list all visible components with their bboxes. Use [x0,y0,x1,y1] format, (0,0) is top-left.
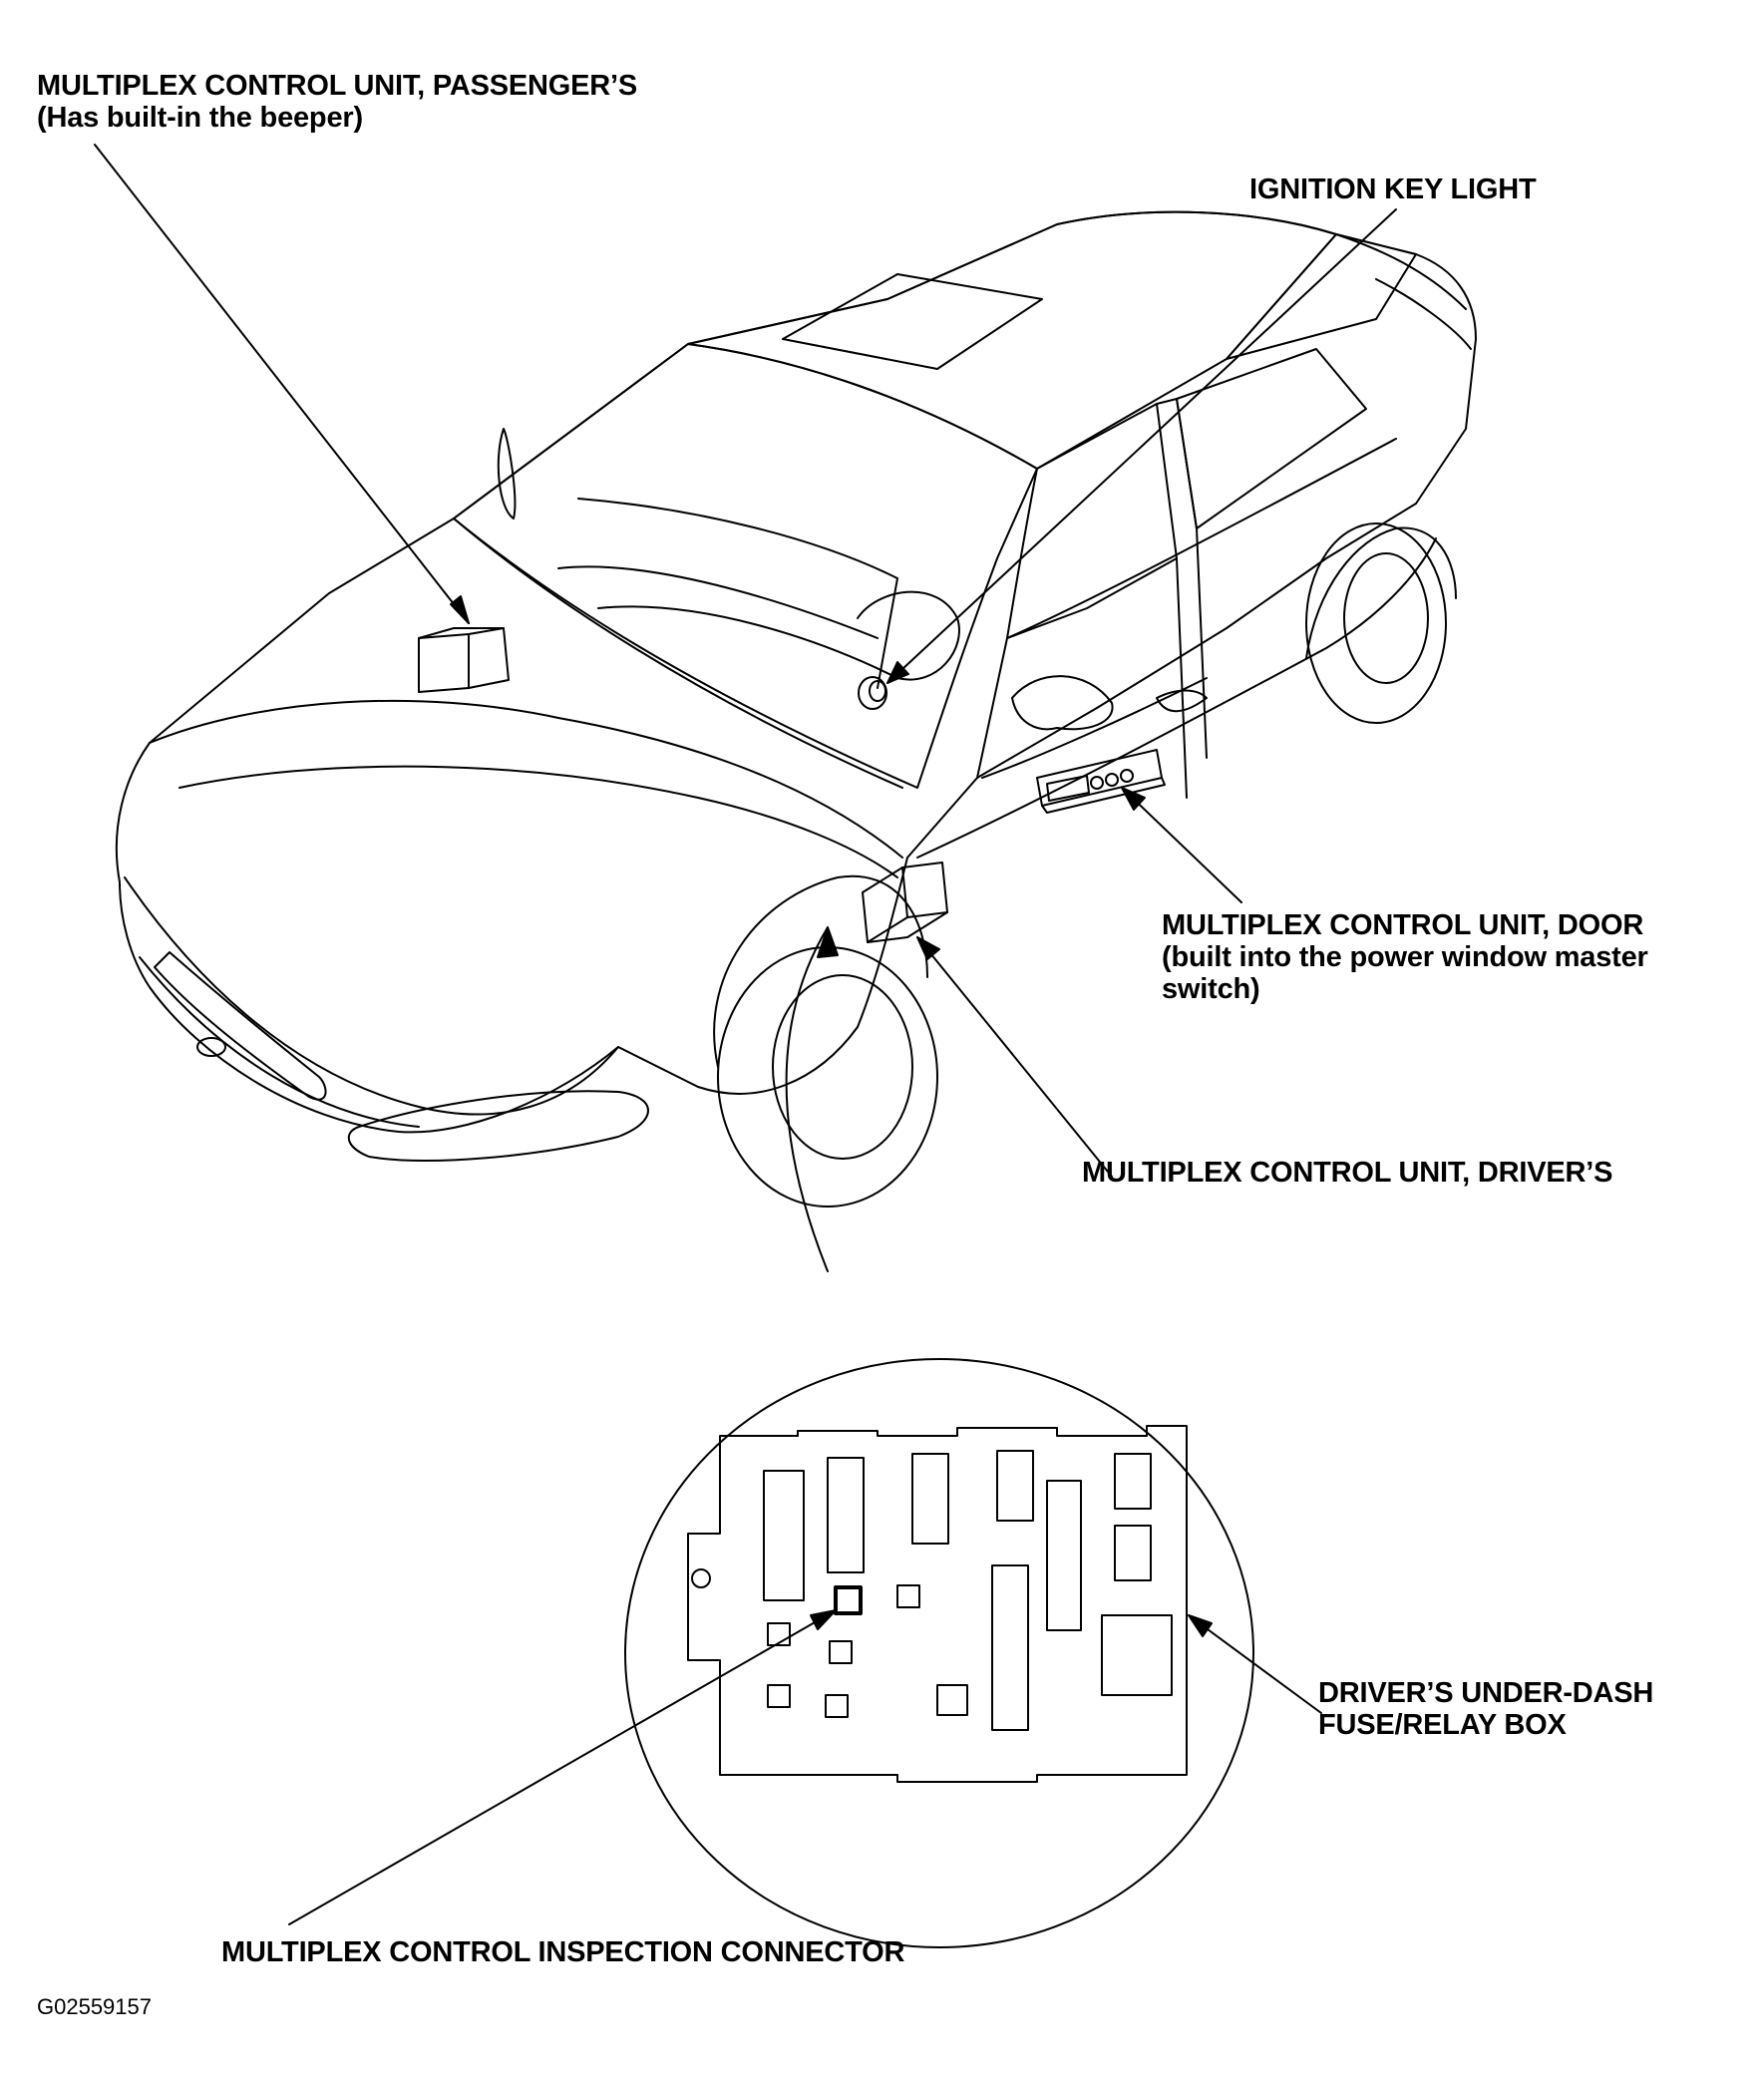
slot [825,1694,849,1718]
front-door-window [1006,403,1178,639]
slot [827,1457,865,1573]
slot [1046,1480,1082,1631]
windshield-inner [577,498,898,689]
front-wheel-arch [713,874,928,1068]
leader-lines [94,144,1397,1925]
side-rocker [916,537,1437,859]
slot [767,1622,791,1646]
slot [996,1450,1034,1522]
callout-arrow-fuse-box [785,926,829,1272]
front-bumper [124,876,619,1116]
side-beltline [1006,438,1397,639]
front-wheel-rim [772,974,913,1160]
leader-passenger-unit [94,144,470,624]
label-inspection-connector: MULTIPLEX CONTROL INSPECTION CONNECTOR [221,1936,905,1968]
rear-wheel-arch [1305,526,1457,659]
leader-door-unit [1121,787,1242,903]
fuse-box-detail [624,1358,1254,1948]
hood-cowl [453,518,903,789]
arrow-fuse-box [1188,1614,1213,1637]
figure-id: G02559157 [37,1994,152,2019]
hood-crease [178,765,898,878]
inspection-connector-slot [834,1585,863,1615]
arrow-passenger-unit [450,595,470,624]
roof [687,210,1337,470]
slot [767,1684,791,1708]
slot [829,1640,853,1664]
sunroof [782,273,1043,370]
mounting-hole [691,1568,711,1588]
label-door-unit-line3: switch) [1162,973,1260,1005]
car-illustration [115,210,1477,1208]
hood-edge [149,699,903,859]
arrow-callout [817,926,839,958]
left-mirror [497,428,517,519]
trunk-line [1335,233,1472,350]
door-handle [1156,689,1208,713]
front-grille [154,951,327,1101]
grille-emblem [196,1037,226,1057]
label-fuse-box: DRIVER’S UNDER-DASH FUSE/RELAY BOX [1318,1677,1653,1741]
label-fuse-box-line1: DRIVER’S UNDER-DASH [1318,1677,1654,1709]
dashboard [557,565,898,679]
detail-circle [624,1358,1254,1948]
ignition-key-light [858,676,887,710]
windshield [453,343,1038,789]
slot [1114,1453,1152,1510]
front-bumper-lower [139,956,420,1128]
label-ignition-key-light: IGNITION KEY LIGHT [1249,173,1537,205]
front-wheel [717,946,938,1208]
leader-ignition-key-light [886,208,1397,684]
headlight [347,1090,649,1162]
leader-fuse-box [1188,1614,1322,1714]
arrow-ignition-key-light [886,661,909,684]
arrow-inspection-connector [810,1609,837,1630]
driver-control-unit [862,862,948,943]
slot [896,1584,920,1608]
label-passenger-unit-line1: MULTIPLEX CONTROL UNIT, PASSENGER’S [37,70,638,102]
fuse-box-outline [687,1425,1188,1783]
rear-wheel-rim [1343,552,1429,684]
rear-door-window [1176,348,1367,529]
label-door-unit-line1: MULTIPLEX CONTROL UNIT, DOOR [1162,909,1644,941]
front-door-edge [976,637,1208,779]
passenger-control-unit [418,627,510,693]
arrow-driver-unit [916,936,940,960]
leader-inspection-connector [288,1609,837,1925]
arrow-door-unit [1121,787,1146,811]
side-mirror [1011,675,1114,731]
slot [911,1453,949,1545]
slot [1114,1525,1152,1581]
label-fuse-box-line2: FUSE/RELAY BOX [1318,1709,1567,1741]
slot [763,1470,805,1601]
label-driver-unit: MULTIPLEX CONTROL UNIT, DRIVER’S [1082,1157,1613,1189]
b-pillar [1156,398,1208,799]
slot [936,1684,968,1716]
slot [991,1564,1029,1731]
slot [1101,1614,1173,1696]
rear-wheel [1305,522,1447,724]
rear-window [1226,233,1417,360]
label-passenger-unit-line2: (Has built-in the beeper) [37,102,363,134]
leader-driver-unit [916,936,1113,1178]
label-door-unit: MULTIPLEX CONTROL UNIT, DOOR (built into… [1162,909,1648,1005]
label-door-unit-line2: (built into the power window master [1162,941,1648,973]
label-passenger-unit: MULTIPLEX CONTROL UNIT, PASSENGER’S (Has… [37,70,637,134]
door-master-switch [1036,749,1166,814]
